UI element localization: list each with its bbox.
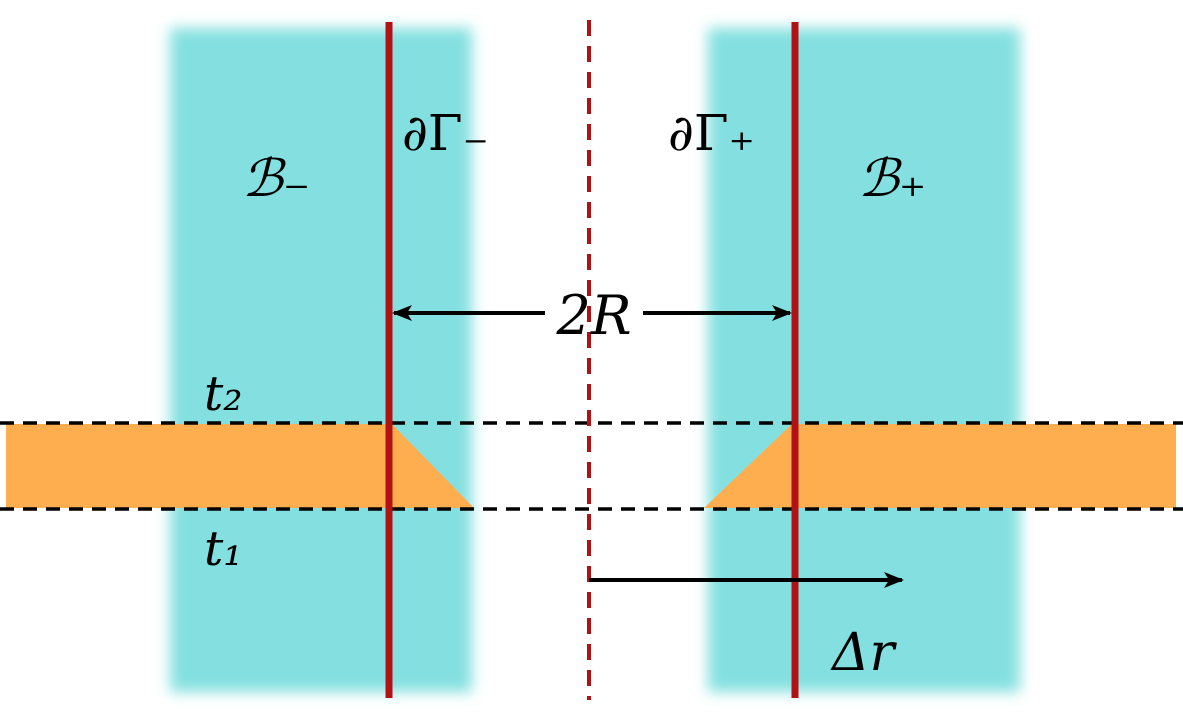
label-time-t1: t₁ <box>204 521 243 577</box>
bulk-region-left <box>170 28 472 692</box>
label-shift: Δr <box>830 623 898 683</box>
strip-right <box>704 424 1176 508</box>
label-separation: 2R <box>555 284 631 347</box>
label-bulk-left: ℬ₋ <box>242 149 310 209</box>
strip-left <box>6 424 474 508</box>
label-boundary-right: ∂Γ₊ <box>668 104 755 162</box>
label-bulk-right: ℬ₊ <box>858 149 926 209</box>
label-time-t2: t₂ <box>204 366 243 422</box>
label-boundary-left: ∂Γ₋ <box>402 104 489 162</box>
